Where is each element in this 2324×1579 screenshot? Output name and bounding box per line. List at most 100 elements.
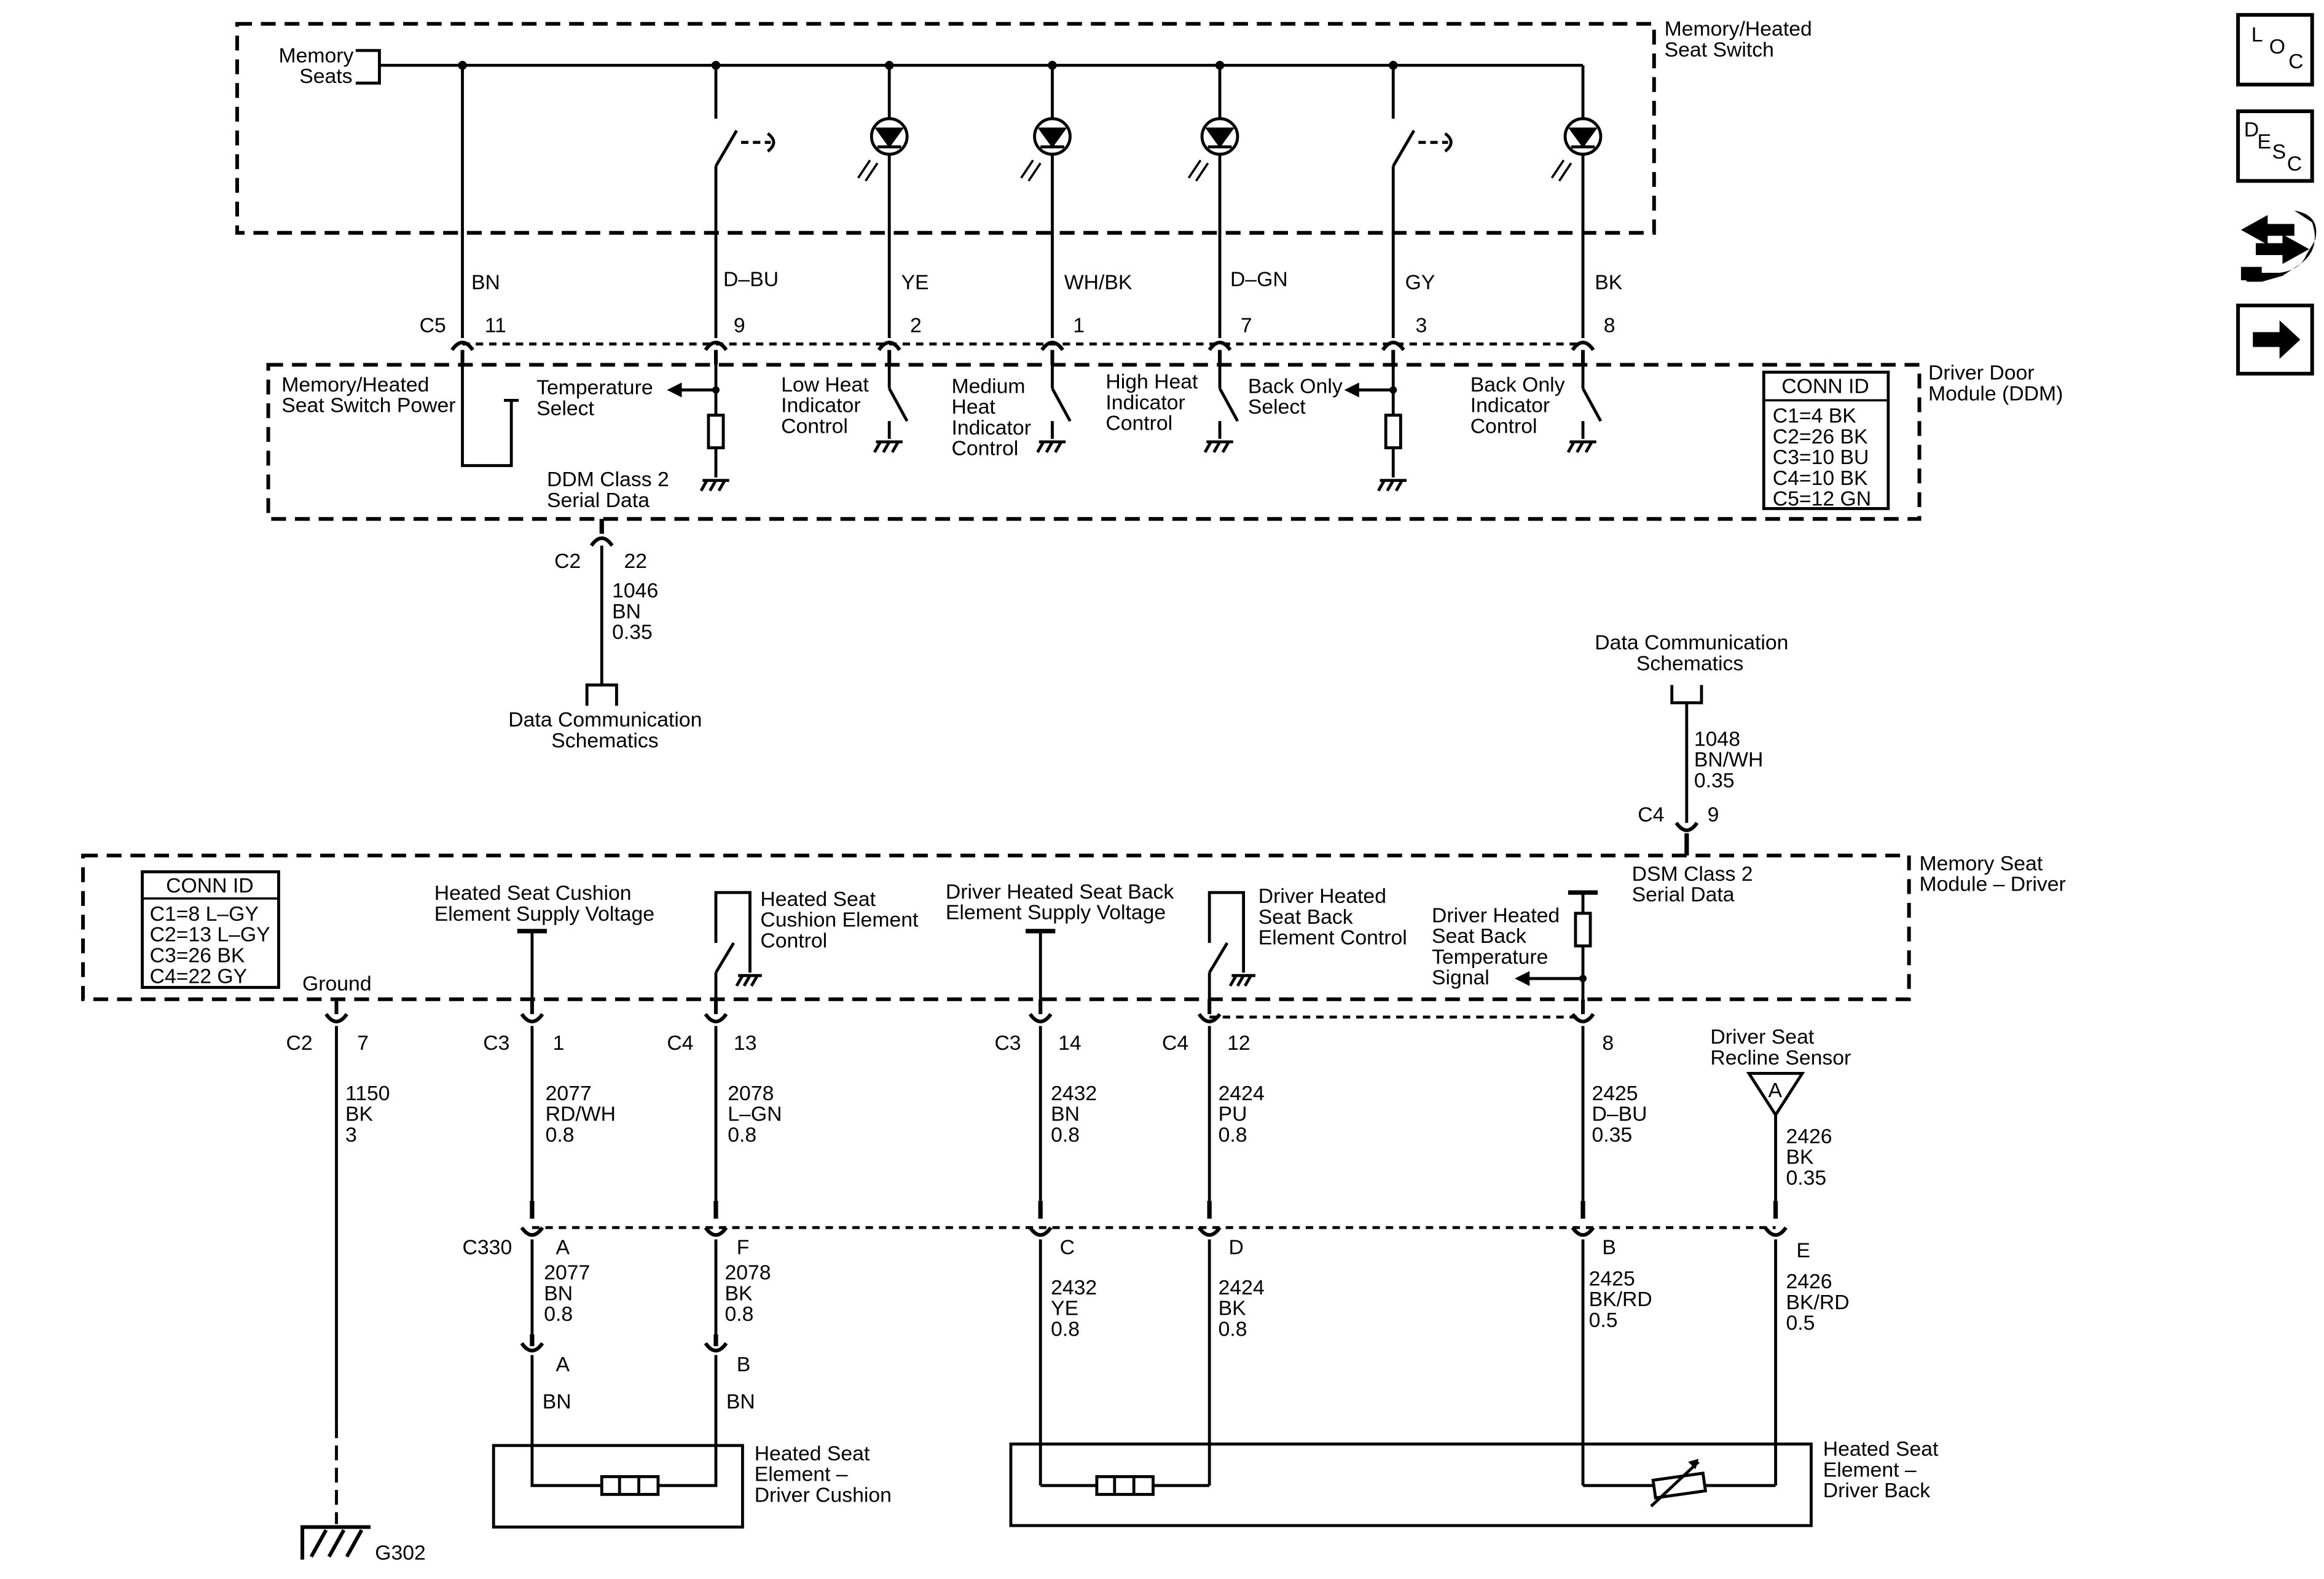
c330-terminals	[520, 1200, 1788, 1237]
label-medium-1: Medium	[951, 374, 1025, 398]
cushion-name-2: Element –	[755, 1463, 848, 1486]
label-cushion-control-1: Heated Seat	[760, 888, 876, 911]
ddm-arrow-icons	[667, 382, 1397, 398]
wire-2432-circuit: 2432	[1051, 1082, 1097, 1105]
label-cushion-supply-2: Element Supply Voltage	[434, 902, 654, 926]
msm-terminals	[324, 999, 1595, 1023]
desc-letter-c: C	[2287, 152, 2302, 175]
c330-f-color: BK	[724, 1282, 753, 1305]
wire-2426-color: BK	[1786, 1146, 1814, 1169]
msm-serial-label-1: DSM Class 2	[1632, 862, 1753, 886]
c330-pin-f: F	[737, 1236, 750, 1259]
led-indicator-icons	[857, 117, 1603, 182]
back-name-1: Heated Seat	[1823, 1438, 1939, 1461]
switch-label: Memory/Heated Seat Switch	[1665, 17, 1812, 61]
cushion-name-1: Heated Seat	[755, 1442, 870, 1465]
msm-label-line2: Module – Driver	[1920, 873, 2066, 896]
desc-letter-d: D	[2244, 118, 2259, 141]
desc-button[interactable]: D E S C	[2236, 109, 2314, 183]
label-low-heat-2: Indicator	[781, 394, 860, 417]
label-high-2: Indicator	[1105, 391, 1185, 414]
led-icon-medium	[1020, 117, 1072, 182]
loc-letter-o: O	[2269, 35, 2285, 58]
next-arrow-button[interactable]	[2236, 303, 2314, 376]
label-cushion-control-2: Cushion Element	[760, 908, 919, 932]
label-back-select-2: Select	[1248, 395, 1306, 419]
msm-conn-row-4: C4=22 GY	[150, 964, 248, 988]
ddm-serial-circuit: 1046	[612, 579, 658, 602]
cushion-pin-a-color: BN	[543, 1390, 571, 1414]
msm-data-comm-1: Data Communication	[1595, 631, 1788, 655]
msm-conn-id-title: CONN ID	[166, 874, 254, 897]
loc-button[interactable]: L O C	[2236, 13, 2314, 87]
wire-2426-circuit: 2426	[1786, 1125, 1832, 1148]
ddm-conn-row-2: C2=26 BK	[1773, 425, 1868, 448]
label-switch-power-2: Seat Switch Power	[281, 394, 455, 417]
c330-c-gauge: 0.8	[1051, 1317, 1080, 1341]
back-name-3: Driver Back	[1823, 1479, 1931, 1502]
ddm-conn-id-table: CONN ID C1=4 BK C2=26 BK C3=10 BU C4=10 …	[1762, 371, 1890, 511]
ground-g302-label: G302	[375, 1542, 426, 1565]
label-back-ind-1: Back Only	[1470, 373, 1565, 396]
wire-2078-color: L–GN	[728, 1103, 782, 1126]
ddm-serial-pin: 22	[624, 549, 647, 573]
c330-pin-e: E	[1796, 1238, 1810, 1262]
wire-2077-color: RD/WH	[546, 1103, 616, 1126]
led-icon-low	[857, 117, 909, 182]
cushion-pin-a: A	[555, 1353, 570, 1376]
wire-color-gy: GY	[1405, 270, 1435, 294]
msm-function-labels: Ground Heated Seat Cushion Element Suppl…	[302, 880, 1560, 996]
msm-internal-circuits	[517, 890, 1598, 999]
pin-1: 1	[1073, 313, 1085, 337]
switch-boundary	[235, 22, 1656, 235]
c330-d-color: BK	[1219, 1297, 1247, 1320]
msm-c4-connector-1: C4	[667, 1031, 693, 1055]
label-temp-signal-1: Driver Heated	[1432, 904, 1560, 927]
back-element-box	[1009, 1442, 1813, 1527]
label-back-ind-2: Indicator	[1470, 394, 1550, 417]
wire-2078-gauge: 0.8	[728, 1123, 756, 1146]
pin-11: 11	[485, 313, 506, 337]
wire-2425-color: D–BU	[1592, 1103, 1647, 1126]
memory-seats-bracket	[355, 49, 381, 85]
led-icon-high	[1187, 117, 1239, 182]
wire-color-ye: YE	[901, 270, 928, 294]
recline-sensor-letter: A	[1769, 1079, 1783, 1102]
msm-c4-connector-2: C4	[1162, 1031, 1188, 1055]
c330-d-circuit: 2424	[1219, 1276, 1265, 1299]
wire-2426-gauge: 0.35	[1786, 1166, 1826, 1189]
msm-serial-wire	[1670, 685, 1703, 856]
ground-circuit: 1150	[345, 1082, 390, 1105]
c330-label: C330	[463, 1236, 512, 1259]
msm-c3-connector-2: C3	[994, 1031, 1021, 1055]
cushion-element-box	[492, 1444, 744, 1529]
ddm-label-line2: Module (DDM)	[1928, 382, 2063, 405]
wire-2424-color: PU	[1219, 1103, 1247, 1126]
led-icon-back	[1550, 117, 1603, 182]
label-cushion-supply-1: Heated Seat Cushion	[434, 881, 632, 905]
ground-color: BK	[345, 1103, 374, 1126]
msm-ground-connector: C2	[286, 1031, 313, 1055]
msm-pin-12: 12	[1227, 1031, 1250, 1055]
c330-pin-a: A	[555, 1236, 570, 1259]
loc-letter-l: L	[2251, 23, 2263, 47]
c330-e-gauge: 0.5	[1786, 1312, 1815, 1335]
wire-2425-circuit: 2425	[1592, 1082, 1638, 1105]
ddm-conn-row-3: C3=10 BU	[1773, 446, 1869, 469]
c330-a-color: BN	[544, 1282, 573, 1305]
ddm-label-line1: Driver Door	[1928, 361, 2035, 385]
back-heater-circuit	[1040, 1460, 1776, 1508]
label-back-control-3: Element Control	[1258, 926, 1407, 950]
pin-3: 3	[1415, 313, 1427, 337]
c330-a-gauge: 0.8	[544, 1302, 573, 1326]
c330-c-color: YE	[1051, 1297, 1078, 1320]
label-ddm-serial-2: Serial Data	[547, 489, 650, 512]
switch-label-line2: Seat Switch	[1665, 38, 1774, 61]
label-back-control-1: Driver Heated	[1258, 884, 1386, 908]
cushion-pin-b: B	[737, 1353, 751, 1376]
thermistor-arrow-icon	[1688, 1459, 1699, 1470]
pin-7: 7	[1241, 313, 1252, 337]
wire-2077-circuit: 2077	[546, 1082, 592, 1105]
msm-serial-color: BN/WH	[1694, 748, 1764, 771]
wire-2424-circuit: 2424	[1219, 1082, 1265, 1105]
